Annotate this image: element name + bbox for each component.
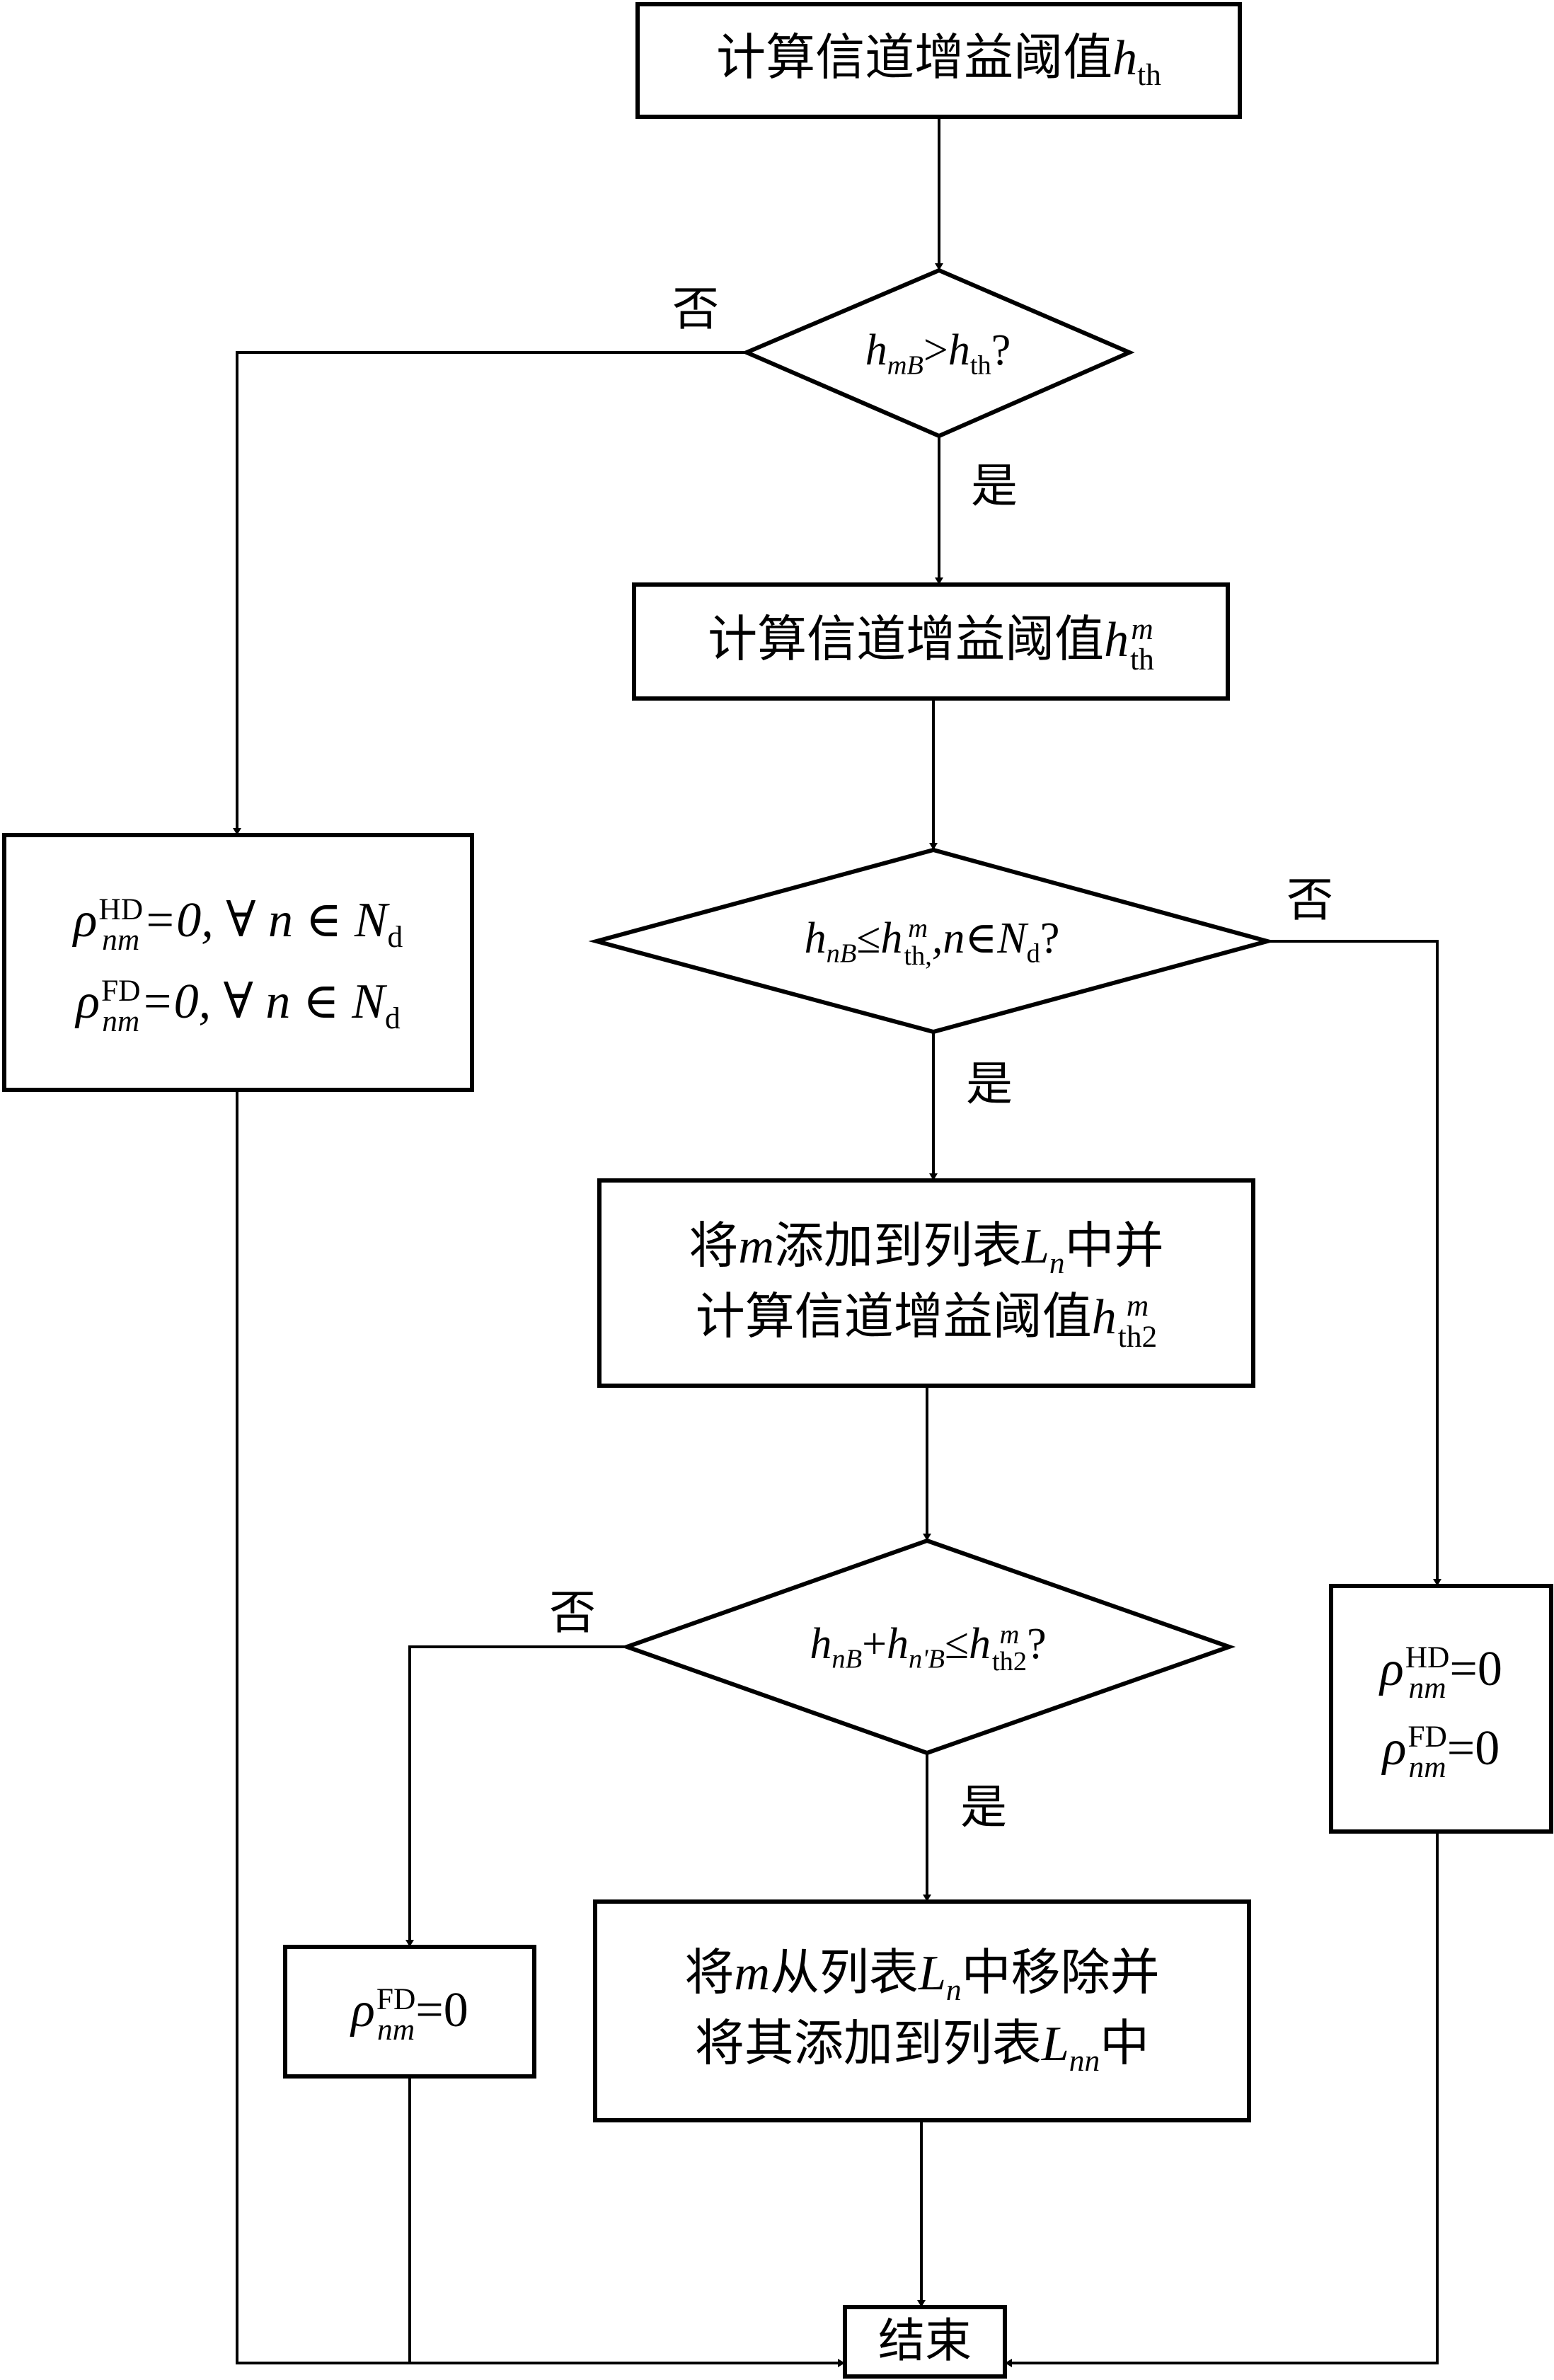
edge-zero-both-end [1005, 1832, 1439, 2367]
d1-yes-label: 是 [971, 461, 1018, 512]
end-node: 结束 [845, 2307, 1005, 2376]
compute-m-box [632, 582, 1230, 701]
d2-no-label: 否 [1287, 875, 1333, 926]
end-text: 结束 [878, 2316, 972, 2368]
d3-yes-label: 是 [960, 1782, 1007, 1834]
d3-no-label: 否 [549, 1587, 596, 1639]
edge-d1-no [233, 351, 747, 835]
move-list-node: 将m从列表Ln中移除并 将其添加到列表Lnn中 [684, 1945, 1160, 2078]
d2-yes-label: 是 [966, 1059, 1013, 1110]
d1-no-label: 否 [672, 284, 719, 335]
decision1-text: hmB>hth? [865, 326, 1011, 381]
edge-d3-no [405, 1645, 627, 1947]
start-node: 计算信道增益阈值hth [716, 30, 1161, 92]
start-text: 计算信道增益阈值 [716, 30, 1113, 86]
start-math: h [1112, 30, 1138, 86]
end-box [843, 2305, 1007, 2379]
edge-zero-all-end [236, 1090, 845, 2367]
zero-both-box [1329, 1584, 1553, 1834]
edge-d2-no [1267, 940, 1441, 1586]
